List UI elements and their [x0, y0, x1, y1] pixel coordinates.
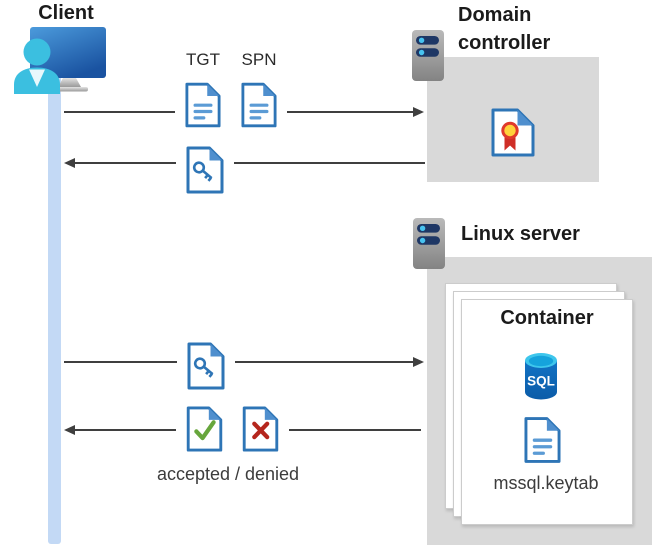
- container-sheet-front: [461, 299, 633, 525]
- key-document-icon: [177, 342, 235, 390]
- certificate-document-icon: [491, 108, 535, 157]
- sql-database-icon: SQL: [525, 353, 557, 400]
- person-at-monitor-icon: [14, 27, 106, 94]
- arrow-server-to-client-head: [64, 424, 75, 435]
- domain-controller-label: Domain controller: [458, 1, 618, 57]
- spn-label: SPN: [241, 50, 277, 69]
- arrow-client-to-server-head: [413, 356, 424, 367]
- client-lifeline: [48, 70, 61, 544]
- tgt-label: TGT: [186, 50, 220, 69]
- spn-document-icon: [231, 82, 287, 128]
- check-document-icon: [176, 406, 233, 452]
- arrow-dc-to-client-line: [75, 162, 425, 164]
- linux-server-label: Linux server: [461, 223, 580, 245]
- domain-controller-label-line2: controller: [458, 32, 551, 54]
- client-label: Client: [38, 2, 94, 24]
- keytab-file-label: mssql.keytab: [493, 473, 599, 493]
- container-title: Container: [500, 307, 594, 329]
- arrow-client-to-server-line: [64, 361, 413, 363]
- arrow-client-to-dc-head: [413, 106, 424, 117]
- linux-server-icon: [413, 218, 445, 269]
- tgt-document-icon: [175, 82, 231, 128]
- key-document-icon: [176, 146, 234, 194]
- domain-controller-server-icon: [412, 30, 444, 81]
- sql-badge-text: SQL: [527, 374, 555, 389]
- domain-controller-label-line1: Domain: [458, 4, 532, 26]
- accepted-denied-label: accepted / denied: [156, 464, 300, 484]
- keytab-document-icon: [524, 417, 561, 463]
- arrow-dc-to-client-head: [64, 157, 75, 168]
- cross-document-icon: [232, 406, 289, 452]
